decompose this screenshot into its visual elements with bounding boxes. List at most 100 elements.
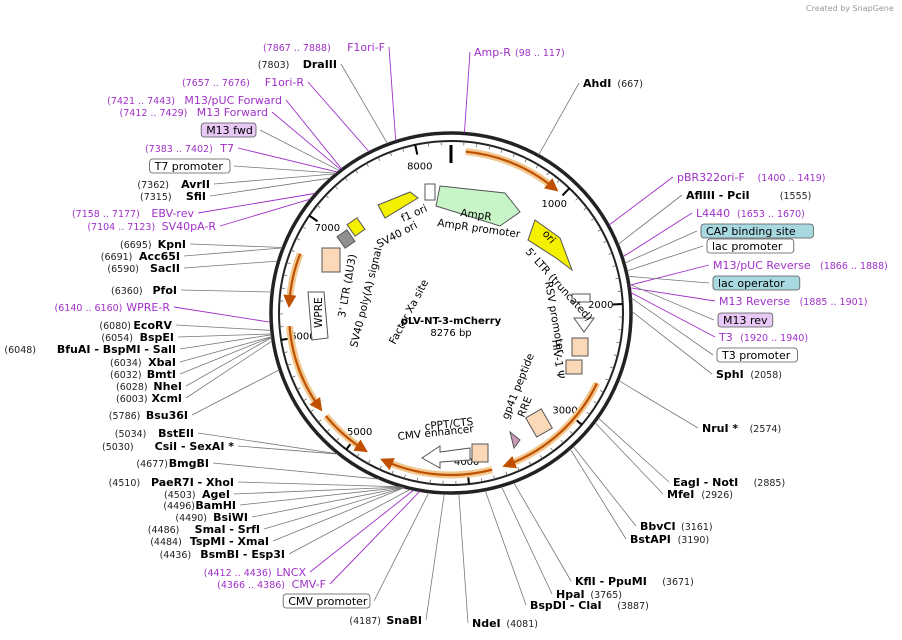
hiv-psi-feature[interactable] xyxy=(571,337,589,357)
label-pfoi[interactable]: PfoI(6360) xyxy=(111,284,272,297)
label-hpai[interactable]: HpaI(3765) xyxy=(501,486,622,601)
label-m13puc_fwd[interactable]: M13/pUC Forward(7421 .. 7443) xyxy=(107,94,342,170)
sv40-pa-feature[interactable] xyxy=(336,229,356,249)
label-ecorv[interactable]: EcoRV(6080) xyxy=(99,319,271,332)
label-bmgbi[interactable]: BmgBI(4677) xyxy=(136,457,380,480)
label-position: (7383 .. 7402) xyxy=(145,144,213,155)
label-ndei[interactable]: NdeI(4081) xyxy=(458,493,538,630)
label-m13puc_rev[interactable]: M13/pUC Reverse(1866 .. 1888) xyxy=(629,259,888,286)
label-cmv_promoter[interactable]: CMV promoter xyxy=(282,492,430,609)
label-bspei[interactable]: BspEI(6054) xyxy=(101,331,272,344)
label-bfuai[interactable]: BfuAI - BspMI - SalI(6048) xyxy=(4,334,272,356)
wpre-feature[interactable] xyxy=(307,291,329,341)
rsv-promoter-feature[interactable] xyxy=(571,293,591,303)
label-bsu36i[interactable]: Bsu36I(5786) xyxy=(109,369,280,422)
minor-tick xyxy=(524,158,527,163)
label-eagi[interactable]: EagI - NotI(2885) xyxy=(598,417,785,489)
label-f1ori_f[interactable]: F1ori-F(7867 .. 7888) xyxy=(263,41,397,141)
label-position: (6028) xyxy=(116,382,148,393)
label-name: M13 Forward xyxy=(197,106,268,119)
gp41-feature[interactable] xyxy=(509,430,521,450)
label-position: (7158 .. 7177) xyxy=(72,209,140,220)
cppt-feature[interactable] xyxy=(471,443,489,463)
label-snabi[interactable]: SnaBI(4187) xyxy=(349,493,445,627)
leader-line xyxy=(307,81,370,152)
label-kfli[interactable]: KflI - PpuMI(3671) xyxy=(513,482,694,588)
cmv-enhancer-feature[interactable] xyxy=(421,445,471,469)
f1-ori-feature[interactable] xyxy=(377,191,419,219)
label-csii[interactable]: CsiI - SexAI *(5030) xyxy=(102,440,338,455)
label-t7_promoter[interactable]: T7 promoter xyxy=(149,158,337,174)
label-bbvci[interactable]: BbvCI(3161) xyxy=(572,446,713,533)
label-lncx[interactable]: LNCX(4412 .. 4436) xyxy=(204,489,414,579)
feature-arc xyxy=(288,326,323,412)
label-bamhi[interactable]: BamHI(4496) xyxy=(163,486,403,512)
label-cap_site[interactable]: CAP binding site xyxy=(624,223,814,264)
ori-feature[interactable] xyxy=(527,219,574,272)
sv40-ori-feature[interactable] xyxy=(346,217,366,237)
label-bmti[interactable]: BmtI(6032) xyxy=(110,336,272,381)
label-acc65i[interactable]: Acc65I(6691) xyxy=(101,247,283,263)
label-tspmi[interactable]: TspMI - XmaI(4484) xyxy=(150,487,405,548)
label-xcmi[interactable]: XcmI(6003) xyxy=(116,340,273,405)
minor-tick xyxy=(316,204,321,208)
label-bsmbi[interactable]: BsmBI - Esp3I(4436) xyxy=(160,489,411,561)
label-sv40pa_r[interactable]: SV40pA-R(7104 .. 7123) xyxy=(87,198,311,233)
label-m13_fwd[interactable]: M13 fwd xyxy=(200,122,340,171)
label-amp_r[interactable]: Amp-R(98 .. 117) xyxy=(464,46,565,133)
label-mfei[interactable]: MfeI(2926) xyxy=(594,422,733,501)
label-f1ori_r[interactable]: F1ori-R(7657 .. 7676) xyxy=(182,76,370,152)
label-name: M13/pUC Reverse xyxy=(713,259,811,272)
leader-line xyxy=(608,176,674,226)
label-position: (4081) xyxy=(506,619,538,630)
label-position: (6003) xyxy=(116,394,148,405)
label-ahdi[interactable]: AhdI(667) xyxy=(538,77,643,155)
label-bstapi[interactable]: BstAPI(3190) xyxy=(569,448,709,546)
label-m13_forward[interactable]: M13 Forward (7412 .. 7429) xyxy=(120,106,341,170)
label-l4440[interactable]: L4440(1653 .. 1670) xyxy=(622,207,805,258)
label-draiii[interactable]: DraIII(7803) xyxy=(258,58,388,144)
label-paer7i[interactable]: PaeR7I - XhoI(4510) xyxy=(109,476,401,489)
minor-tick xyxy=(287,363,292,366)
ampr-promoter-feature[interactable] xyxy=(424,183,436,201)
label-bsiwi[interactable]: BsiWI(4490) xyxy=(175,487,404,524)
label-name: EBV-rev xyxy=(151,207,194,220)
minor-tick xyxy=(575,197,579,201)
label-agei[interactable]: AgeI(4503) xyxy=(164,486,402,501)
ampr-feature[interactable] xyxy=(435,185,521,227)
label-bspdi[interactable]: BspDI - ClaI(3887) xyxy=(484,490,649,612)
label-smai[interactable]: SmaI - SrfI(4486) xyxy=(148,487,404,536)
label-m13_rev[interactable]: M13 rev xyxy=(629,284,774,328)
rre-feature[interactable] xyxy=(525,408,553,438)
label-cmv_f[interactable]: CMV-F(4366 .. 4386) xyxy=(217,490,421,591)
leader-line xyxy=(213,173,336,185)
hiv-psi-feature-2[interactable] xyxy=(565,359,583,375)
label-t3_promoter[interactable]: T3 promoter xyxy=(631,297,798,363)
label-position: (4510) xyxy=(109,478,141,489)
label-sphi[interactable]: SphI(2058) xyxy=(631,311,782,381)
label-t7[interactable]: T7(7383 .. 7402) xyxy=(145,142,338,173)
label-saci[interactable]: SacII(6590) xyxy=(107,260,278,275)
label-t3[interactable]: T3(1920 .. 1940) xyxy=(630,292,808,344)
label-afliii[interactable]: AflIII - PciI(1555) xyxy=(618,189,811,245)
label-sfii[interactable]: SfiI(7315) xyxy=(140,177,331,203)
ltr3-feature[interactable] xyxy=(321,247,341,273)
label-xbai[interactable]: XbaI(6034) xyxy=(110,336,272,369)
label-ebv_rev[interactable]: EBV-rev (7158 .. 7177) xyxy=(72,192,316,220)
label-kpni[interactable]: KpnI(6695) xyxy=(120,238,283,251)
watermark-text: Created by SnapGene xyxy=(806,4,894,13)
label-lac_promoter[interactable]: lac promoter xyxy=(626,238,795,272)
leader-line xyxy=(173,306,271,323)
label-bsteii[interactable]: BstEII(5034) xyxy=(115,427,338,455)
label-wpre_r[interactable]: WPRE-R(6140 .. 6160) xyxy=(55,301,271,323)
label-nrui[interactable]: NruI *(2574) xyxy=(618,380,781,435)
label-lac_operator[interactable]: lac operator xyxy=(628,275,801,291)
ltr5-feature[interactable] xyxy=(573,317,595,333)
label-pbr322ori_f[interactable]: pBR322ori-F(1400 .. 1419) xyxy=(608,171,825,226)
minor-tick xyxy=(296,387,301,390)
label-position: (7412 .. 7429) xyxy=(120,108,188,119)
label-avrii[interactable]: AvrII(7362) xyxy=(137,173,336,191)
label-m13_reverse[interactable]: M13 Reverse(1885 .. 1901) xyxy=(630,287,867,308)
label-nhei[interactable]: NheI(6028) xyxy=(116,337,272,393)
leader-line xyxy=(179,336,272,375)
